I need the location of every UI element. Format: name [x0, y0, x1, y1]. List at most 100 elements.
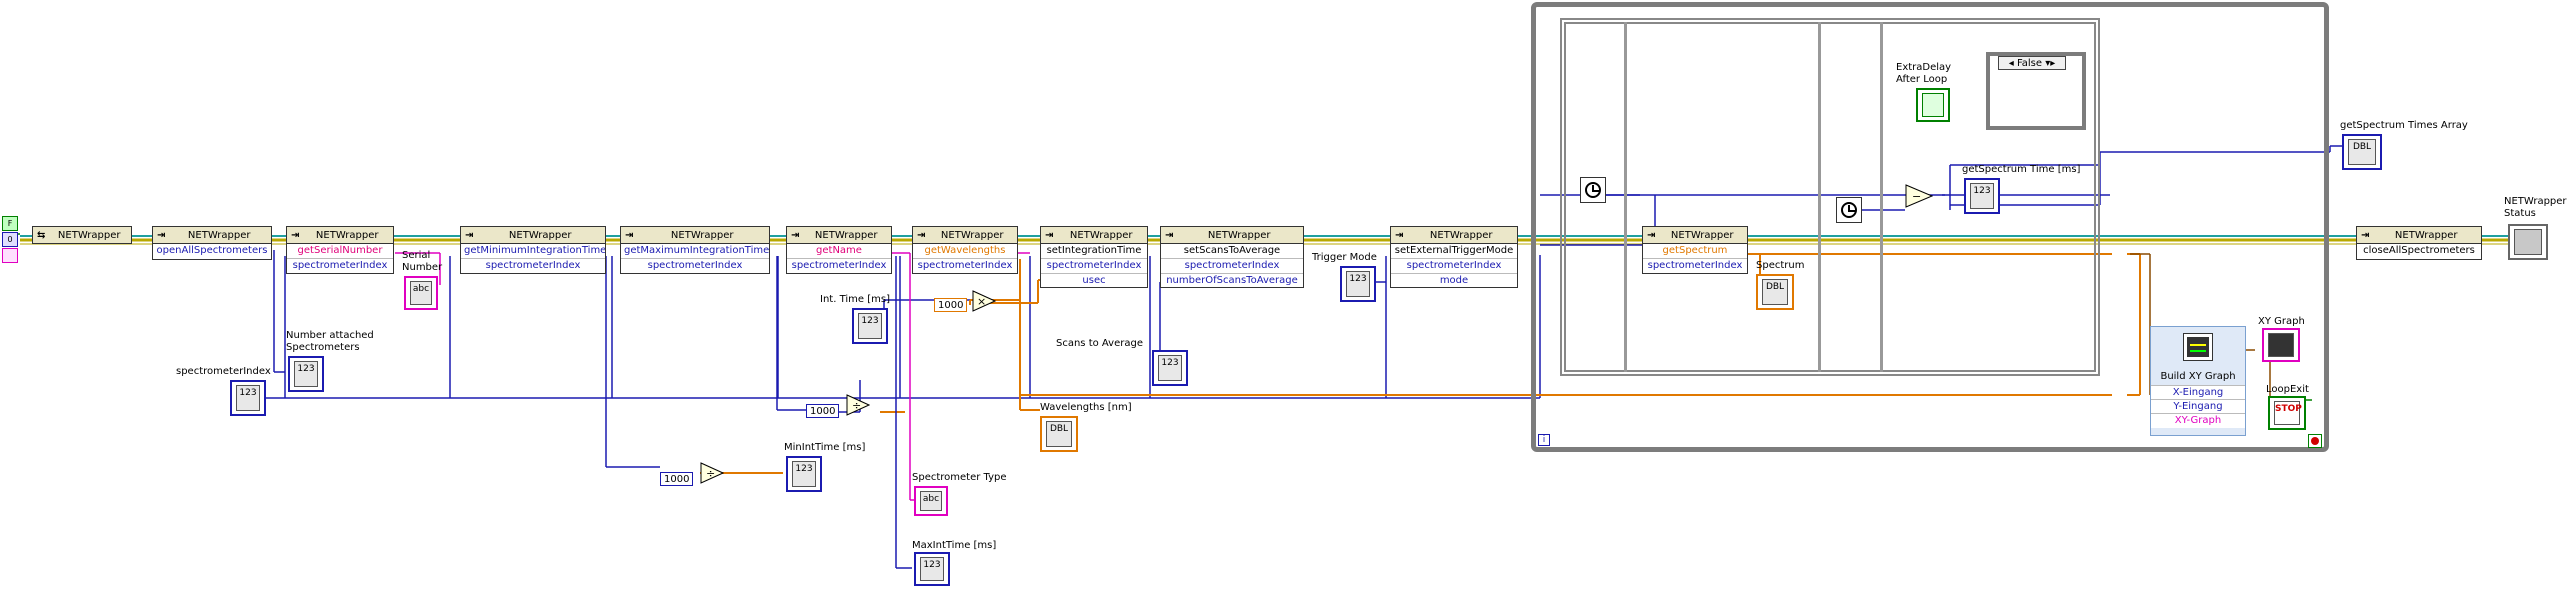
numeric-indicator-glyph: 123: [1158, 355, 1182, 381]
method-set-external-trigger-mode: setExternalTriggerMode: [1394, 245, 1514, 256]
int-time-label: Int. Time [ms]: [820, 294, 890, 305]
node-title: NETWrapper: [1207, 229, 1271, 241]
extra-wires: [895, 256, 912, 569]
open-all-spectrometers-node[interactable]: ⇥NETWrapper openAllSpectrometers: [152, 226, 272, 260]
int-time-control[interactable]: 123: [852, 308, 888, 344]
build-xy-graph-node[interactable]: Build XY Graph X-Eingang Y-Eingang XY-Gr…: [2150, 326, 2246, 436]
trigger-mode-label: Trigger Mode: [1312, 252, 1377, 263]
set-integration-time-node[interactable]: ⇥NETWrapper setIntegrationTime spectrome…: [1040, 226, 1148, 288]
set-scans-to-average-node[interactable]: ⇥NETWrapper setScansToAverage spectromet…: [1160, 226, 1304, 288]
get-spectrum-times-array-indicator: DBL: [2342, 134, 2382, 170]
divide-function[interactable]: ÷: [700, 462, 724, 484]
boolean-constant: F 0: [2, 216, 18, 264]
node-title: NETWrapper: [670, 229, 734, 241]
min-int-time-indicator: 123: [786, 456, 822, 492]
node-title: NETWrapper: [1429, 229, 1493, 241]
get-min-integration-time-node[interactable]: ⇥NETWrapper getMinimumIntegrationTime sp…: [460, 226, 606, 274]
max-int-time-label: MaxIntTime [ms]: [912, 540, 997, 551]
input-x: X-Eingang: [2151, 385, 2245, 400]
spectrometer-type-indicator: abc: [914, 486, 948, 516]
string-indicator-glyph: abc: [410, 281, 432, 305]
get-spectrum-time-indicator: 123: [1964, 178, 2000, 214]
param-mode: mode: [1391, 273, 1517, 288]
get-serial-number-node[interactable]: ⇥NETWrapper getSerialNumber spectrometer…: [286, 226, 394, 274]
get-wavelengths-node[interactable]: ⇥NETWrapper getWavelengths spectrometerI…: [912, 226, 1018, 274]
max-int-time-indicator: 123: [914, 552, 950, 586]
spectrum-label: Spectrum: [1756, 260, 1805, 271]
dbl-array-glyph: DBL: [1046, 421, 1072, 447]
loop-exit-control[interactable]: STOP: [2268, 396, 2306, 430]
subtract-function[interactable]: −: [1905, 184, 1933, 208]
extra-delay-control[interactable]: [1916, 88, 1950, 122]
trigger-mode-control[interactable]: 123: [1340, 266, 1376, 302]
numeric-indicator-glyph: 123: [858, 313, 882, 339]
svg-text:×: ×: [977, 295, 986, 308]
case-selector[interactable]: ◂ False ▾▸: [1998, 56, 2066, 70]
loop-iteration-terminal: i: [1538, 434, 1550, 446]
case-selector-value: False: [2016, 58, 2043, 69]
sequence-frame-separator: [1624, 22, 1627, 372]
set-external-trigger-mode-node[interactable]: ⇥NETWrapper setExternalTriggerMode spect…: [1390, 226, 1518, 288]
get-spectrum-time-label: getSpectrum Time [ms]: [1962, 164, 2081, 175]
param-spectrometer-index: spectrometerIndex: [913, 258, 1017, 273]
while-loop[interactable]: [1531, 2, 2329, 452]
param-spectrometer-index: spectrometerIndex: [1041, 258, 1147, 273]
flat-sequence-structure[interactable]: [1560, 18, 2100, 376]
loop-stop-terminal[interactable]: [2308, 434, 2322, 448]
node-title: Build XY Graph: [2160, 371, 2236, 382]
node-title: NETWrapper: [814, 229, 878, 241]
method-get-name: getName: [816, 245, 862, 256]
param-spectrometer-index: spectrometerIndex: [1391, 258, 1517, 273]
param-spectrometer-index: spectrometerIndex: [787, 258, 891, 273]
node-title: NETWrapper: [1670, 229, 1734, 241]
serial-number-indicator: abc: [404, 276, 438, 310]
method-close-all: closeAllSpectrometers: [2363, 245, 2475, 256]
spectrometer-type-label: Spectrometer Type: [912, 472, 1007, 483]
serial-number-label: Serial Number: [402, 250, 443, 273]
number-attached-indicator: 123: [288, 356, 324, 392]
param-spectrometer-index: spectrometerIndex: [1161, 258, 1303, 273]
constant-1000[interactable]: 1000: [806, 404, 840, 418]
method-open-all: openAllSpectrometers: [156, 245, 268, 256]
extra-delay-label: ExtraDelay After Loop: [1896, 62, 1952, 85]
tick-count-icon: [1580, 177, 1606, 203]
wavelengths-label: Wavelengths [nm]: [1040, 402, 1132, 413]
node-title: NETWrapper: [315, 229, 379, 241]
method-get-spectrum: getSpectrum: [1662, 245, 1728, 256]
spectrometer-index-label: spectrometerIndex: [176, 366, 271, 377]
loop-exit-label: LoopExit: [2266, 384, 2309, 395]
netwrapper-constructor-node[interactable]: ⇆NETWrapper: [32, 226, 132, 244]
constant-1000[interactable]: 1000: [660, 472, 694, 486]
node-title: NETWrapper: [2394, 229, 2458, 241]
node-title: NETWrapper: [1069, 229, 1133, 241]
dbl-array-glyph: DBL: [1762, 279, 1788, 305]
get-max-integration-time-node[interactable]: ⇥NETWrapper getMaximumIntegrationTime sp…: [620, 226, 770, 274]
numeric-indicator-glyph: 123: [236, 385, 260, 411]
node-title: NETWrapper: [940, 229, 1004, 241]
svg-text:÷: ÷: [706, 467, 715, 480]
node-title: NETWrapper: [187, 229, 251, 241]
param-spectrometer-index: spectrometerIndex: [461, 258, 605, 273]
divide-function[interactable]: ÷: [846, 394, 870, 416]
numeric-indicator-glyph: 123: [294, 361, 318, 387]
number-attached-label: Number attached Spectrometers: [286, 330, 374, 353]
get-name-node[interactable]: ⇥NETWrapper getName spectrometerIndex: [786, 226, 892, 274]
param-number-of-scans: numberOfScansToAverage: [1161, 273, 1303, 288]
input-y: Y-Eingang: [2151, 399, 2245, 414]
close-all-spectrometers-node[interactable]: ⇥NETWrapper closeAllSpectrometers: [2356, 226, 2482, 260]
method-get-min-integration-time: getMinimumIntegrationTime: [464, 245, 605, 256]
numeric-indicator-glyph: 123: [1346, 271, 1370, 297]
get-spectrum-node[interactable]: ⇥NETWrapper getSpectrum spectrometerInde…: [1642, 226, 1748, 274]
method-set-integration-time: setIntegrationTime: [1046, 245, 1142, 256]
netwrapper-status-indicator: [2508, 224, 2548, 260]
scans-to-average-control[interactable]: 123: [1152, 350, 1188, 386]
node-title: NETWrapper: [57, 229, 121, 241]
sequence-frame-separator: [1880, 22, 1883, 372]
method-get-wavelengths: getWavelengths: [924, 245, 1006, 256]
xy-graph-indicator: [2262, 328, 2300, 362]
spectrometer-index-control[interactable]: 123: [230, 380, 266, 416]
constant-1000[interactable]: 1000: [934, 298, 968, 312]
multiply-function[interactable]: ×: [972, 290, 996, 312]
method-get-serial-number: getSerialNumber: [297, 245, 383, 256]
output-xy-graph: XY-Graph: [2151, 413, 2245, 428]
